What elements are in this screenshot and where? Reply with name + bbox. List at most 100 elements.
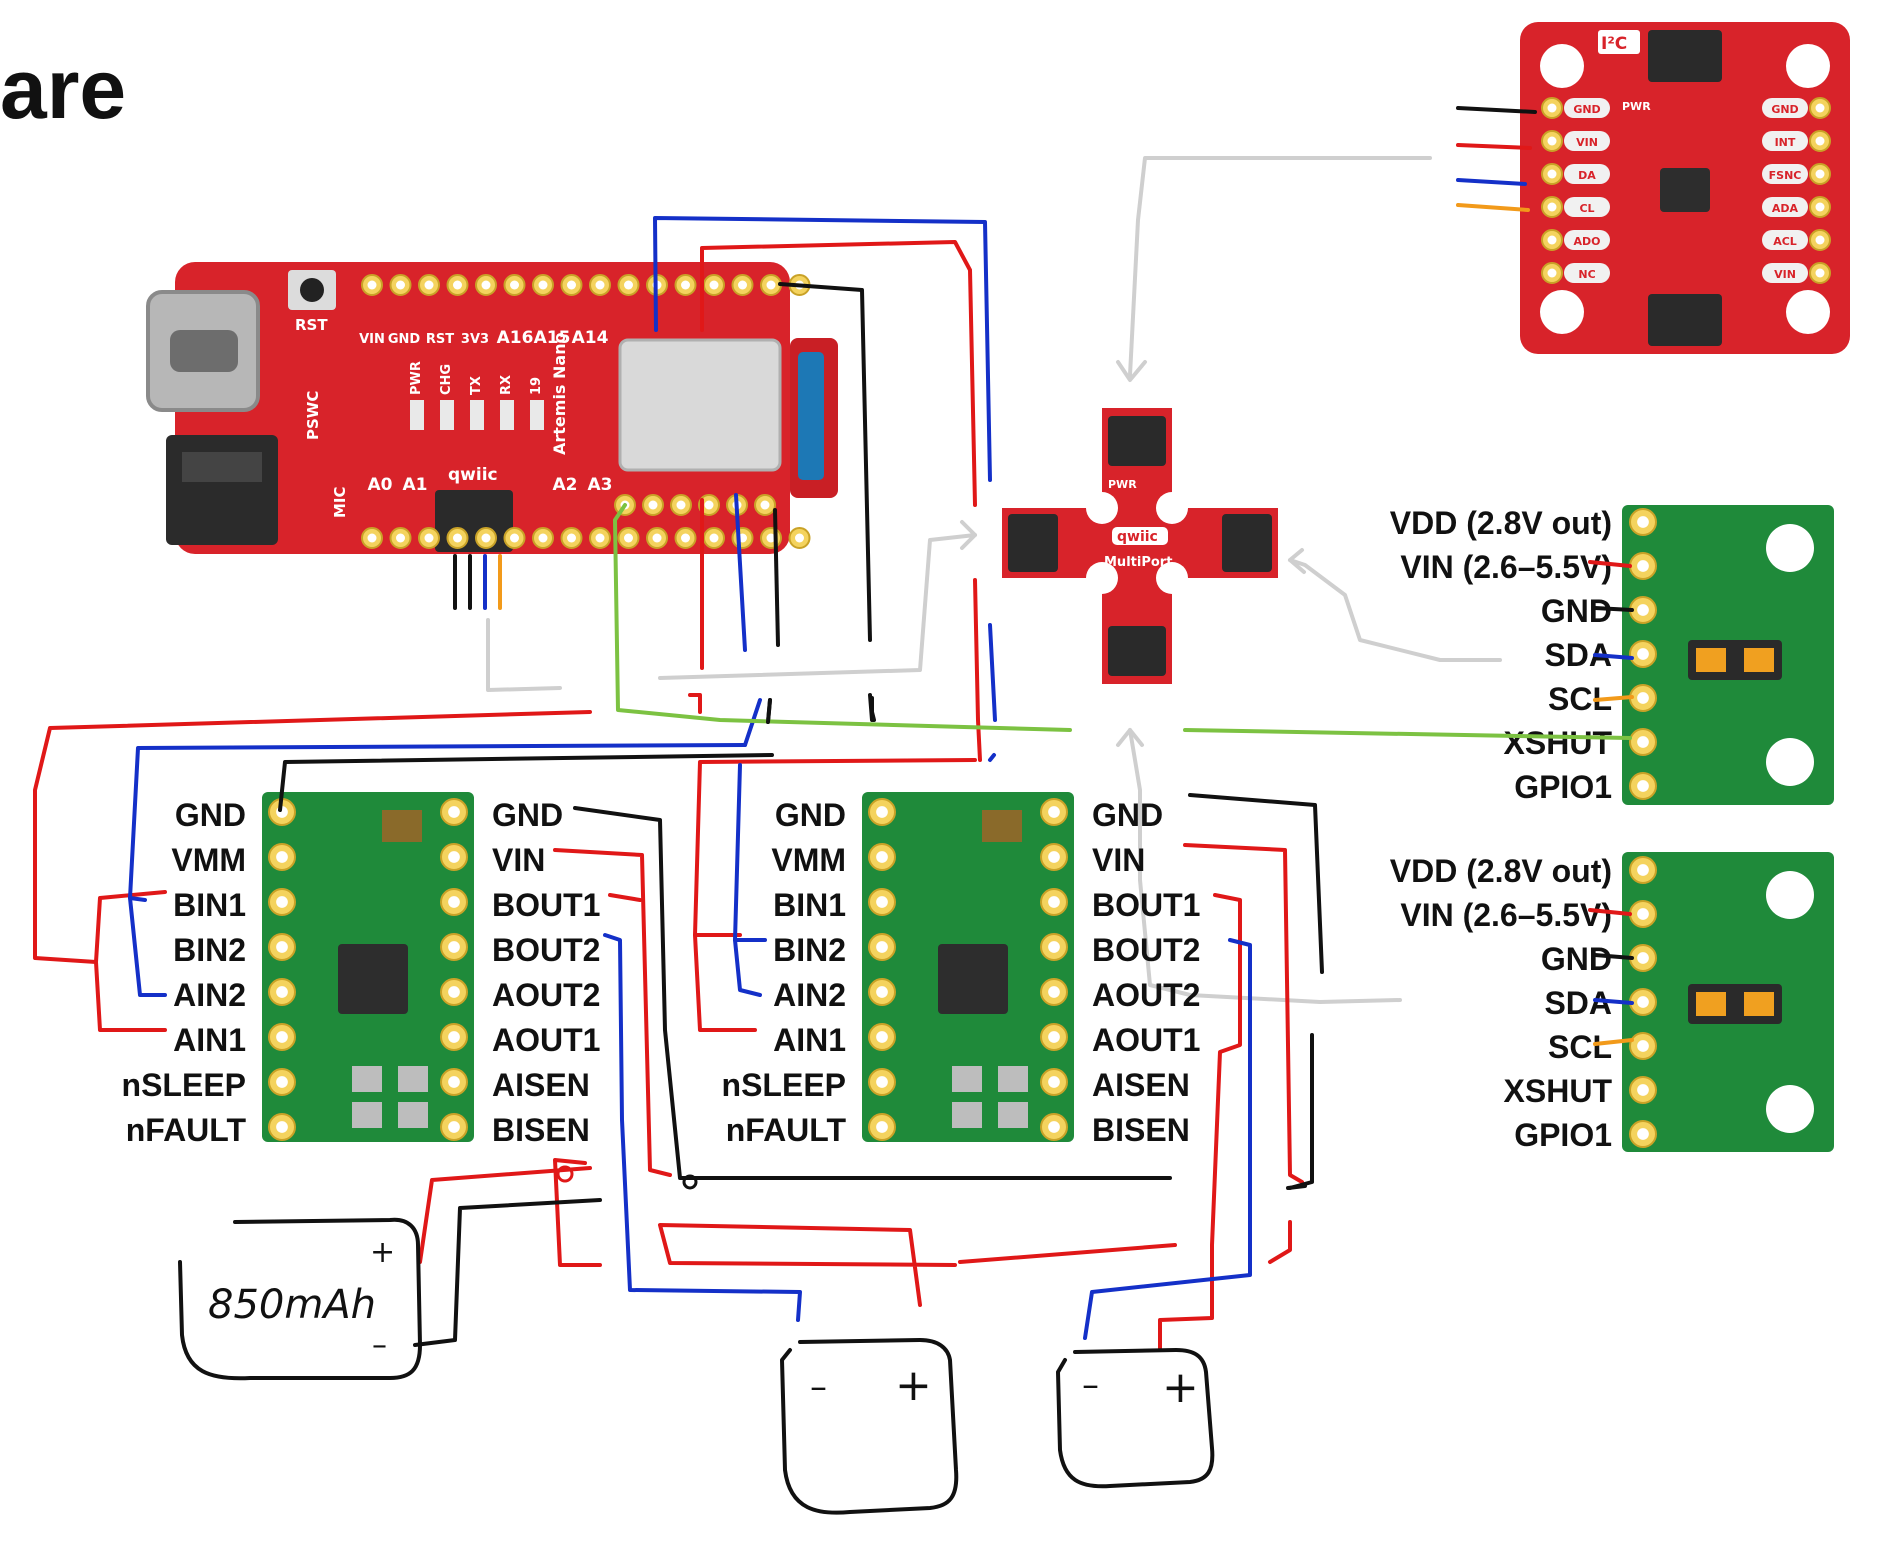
artemis-led-label: TX: [469, 376, 484, 395]
tof-sensor-2: [1622, 852, 1834, 1152]
md2-left-pin-hole: [876, 1031, 888, 1043]
imu-pin-label-bg: [1762, 164, 1808, 184]
artemis-bottom-pin-hole: [510, 533, 519, 543]
motor-1-minus-label: –: [810, 1367, 827, 1407]
imu-pin-label-bg: [1762, 263, 1808, 283]
tof1-pin-hole: [1637, 604, 1649, 616]
imu-right-pin-label: ACL: [1773, 235, 1797, 248]
imu-right-pin-hole: [1815, 202, 1825, 212]
artemis-pswc-label: PSWC: [304, 391, 322, 440]
artemis-mic-label: MIC: [331, 486, 349, 518]
imu-chip-icon: [1660, 168, 1710, 212]
tof2-pin-hole: [1637, 1084, 1649, 1096]
md2-right-pin-label: BOUT2: [1092, 932, 1200, 968]
antenna-icon: [798, 352, 824, 480]
artemis-top-pin-hole: [396, 280, 405, 290]
md1-left-pin-hole: [276, 986, 288, 998]
md2-left-pin-label: GND: [775, 797, 846, 833]
tof1-pin-hole: [1637, 516, 1649, 528]
orange-wires: [498, 203, 1634, 1046]
tof1-pin-label: GND: [1541, 593, 1612, 629]
artemis-rst-label: RST: [295, 316, 328, 334]
imu-breakout-board: I²C PWR GNDVINDACLADONCGNDINTFSNCADAACLV…: [1520, 22, 1850, 354]
black-junction-node: [682, 1174, 698, 1190]
artemis-pin-label: A15: [534, 328, 571, 348]
md1-right-pin-hole: [448, 1076, 460, 1088]
imu-left-pin-label: GND: [1573, 103, 1600, 116]
tof2-pin-label: SCL: [1548, 1029, 1612, 1065]
md1-right-pin-label: AOUT2: [492, 977, 600, 1013]
multiport-connector-right-icon: [1222, 514, 1272, 572]
md2-right-pin-label: AOUT1: [1092, 1022, 1200, 1058]
tof1-pin-hole: [1637, 648, 1649, 660]
artemis-pin-label: A16: [497, 328, 534, 348]
battery-minus-label: –: [372, 1328, 387, 1363]
md2-right-pin-label: AISEN: [1092, 1067, 1190, 1103]
artemis-top-pin-hole: [709, 280, 719, 290]
artemis-pin-label: A14: [572, 328, 609, 348]
multiport-connector-top-icon: [1108, 416, 1166, 466]
imu-qwiic-connector-bottom-icon: [1648, 294, 1722, 346]
red-junction-node: [556, 1165, 574, 1183]
imu-right-pin-hole: [1815, 169, 1825, 179]
md1-right-pin-label: BOUT1: [492, 887, 600, 923]
artemis-top-pin-hole: [538, 280, 548, 290]
md1-left-pin-hole: [276, 941, 288, 953]
imu-pin-label-bg: [1762, 98, 1808, 118]
imu-right-pin-hole: [1815, 136, 1825, 146]
artemis-top-pin-hole: [595, 280, 605, 290]
md1-left-pin-label: AIN1: [173, 1022, 246, 1058]
md2-left-pin-hole: [876, 1121, 888, 1133]
md2-left-pin-hole: [876, 896, 888, 908]
imu-left-pin-hole: [1547, 235, 1557, 245]
green-wires: [613, 503, 1632, 740]
artemis-bottom-pin-hole: [652, 533, 662, 543]
md1-right-pin-hole: [448, 896, 460, 908]
artemis-bottom-pin-hole: [766, 533, 776, 543]
red-wires: [33, 143, 1632, 1352]
md2-right-pin-hole: [1048, 986, 1060, 998]
artemis-analog-label: A3: [588, 475, 613, 495]
md1-right-pin-label: VIN: [492, 842, 545, 878]
imu-pin-label-bg: [1564, 131, 1610, 151]
imu-right-pin-label: GND: [1771, 103, 1798, 116]
imu-left-pin-label: VIN: [1576, 136, 1598, 149]
imu-pin-label-bg: [1762, 131, 1808, 151]
tof1-pin-label: VDD (2.8V out): [1390, 505, 1612, 541]
motor-driver-2: [862, 792, 1074, 1142]
md1-left-pin-label: nFAULT: [126, 1112, 247, 1148]
md2-right-pin-hole: [1048, 896, 1060, 908]
imu-right-pin-hole: [1815, 235, 1825, 245]
artemis-bottom-pin-hole: [681, 533, 690, 543]
md1-right-pin-hole: [448, 986, 460, 998]
artemis-top-pin-hole: [567, 280, 576, 290]
md2-right-pin-hole: [1048, 1121, 1060, 1133]
imu-right-pin-hole: [1815, 268, 1825, 278]
imu-left-pin-label: DA: [1578, 169, 1596, 182]
tof1-pin-label: GPIO1: [1514, 769, 1612, 805]
imu-left-pin-hole: [1547, 202, 1557, 212]
md2-right-pin-hole: [1048, 941, 1060, 953]
md2-right-pin-label: BOUT1: [1092, 887, 1200, 923]
artemis-top-pin-hole: [481, 280, 491, 290]
imu-right-pin-hole: [1815, 103, 1825, 113]
black-wire-dashes: [766, 696, 1307, 1190]
tof2-pin-hole: [1637, 996, 1649, 1008]
tof2-pin-hole: [1637, 952, 1649, 964]
artemis-top-pin-hole: [510, 280, 519, 290]
artemis-top-pin-hole: [738, 280, 747, 290]
tof2-pin-label: XSHUT: [1504, 1073, 1613, 1109]
md2-left-pin-label: BIN2: [773, 932, 846, 968]
tof2-pin-hole: [1637, 864, 1649, 876]
md2-right-pin-hole: [1048, 1076, 1060, 1088]
imu-right-pin-label: ADA: [1772, 202, 1799, 215]
tof2-pin-label: GND: [1541, 941, 1612, 977]
artemis-bottom-pin-hole: [795, 533, 804, 543]
imu-pwr-label: PWR: [1622, 100, 1651, 113]
imu-qwiic-connector-top-icon: [1648, 30, 1722, 82]
artemis-qwiic-label: qwiic: [448, 465, 498, 485]
apollo-module-icon: [618, 338, 782, 472]
